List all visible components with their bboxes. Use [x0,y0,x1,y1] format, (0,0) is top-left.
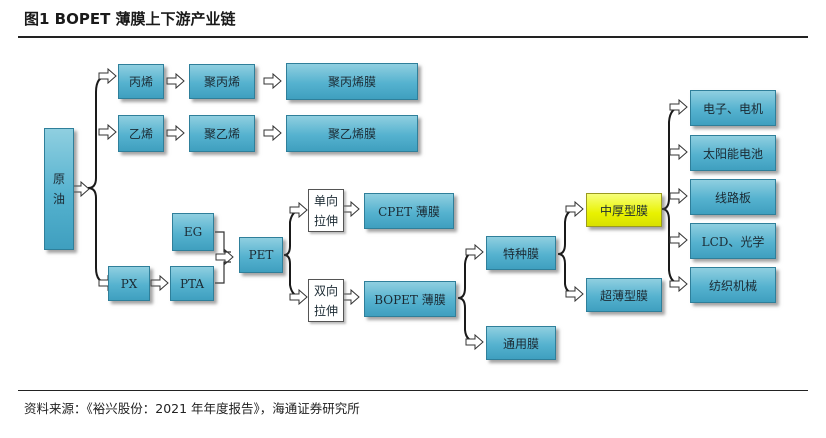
node-special-film: 特种膜 [486,236,556,270]
figure-title: 图1 BOPET 薄膜上下游产业链 [24,10,236,28]
node-ethylene: 乙烯 [118,115,164,152]
brace-pet [283,209,303,298]
node-px: PX [108,266,150,301]
node-medium-thick-film: 中厚型膜 [586,193,662,227]
node-uniaxial-line-1: 单向 [313,193,338,208]
node-general-film: 通用膜 [486,326,556,360]
node-polypropylene: 聚丙烯 [189,64,255,99]
bottom-rule [18,390,808,391]
top-rule [18,36,808,38]
node-cpet-film: CPET 薄膜 [364,193,454,229]
node-biaxial-stretch: 双向 拉伸 [308,279,344,322]
node-crude-oil: 原 油 [44,128,74,250]
brace-special [557,208,579,295]
node-uniaxial-line-2: 拉伸 [313,213,338,228]
brace-medium [661,106,683,285]
node-pe-film: 聚乙烯膜 [286,115,418,152]
node-crude-oil-char-2: 油 [52,192,65,206]
brace-crude [87,75,109,284]
node-pta: PTA [170,266,214,301]
node-polyethylene: 聚乙烯 [189,115,255,152]
node-biaxial-line-2: 拉伸 [313,303,338,318]
node-pet: PET [239,237,283,273]
node-crude-oil-char-1: 原 [52,172,65,186]
node-ultra-thin-film: 超薄型膜 [586,278,662,312]
node-biaxial-line-1: 双向 [313,283,338,298]
source-note: 资料来源：《裕兴股份：2021 年年度报告》，海通证券研究所 [24,401,360,416]
node-eg: EG [172,213,214,251]
node-bopet-film: BOPET 薄膜 [364,281,456,317]
node-circuit-board: 线路板 [690,179,776,215]
node-propylene: 丙烯 [118,64,164,99]
brace-bopet [457,250,479,343]
node-electronics: 电子、电机 [690,90,776,126]
node-lcd-optics: LCD、光学 [690,223,776,259]
node-pp-film: 聚丙烯膜 [286,63,418,100]
node-solar-cell: 太阳能电池 [690,135,776,171]
node-uniaxial-stretch: 单向 拉伸 [308,189,344,232]
node-textile-machinery: 纺织机械 [690,267,776,303]
